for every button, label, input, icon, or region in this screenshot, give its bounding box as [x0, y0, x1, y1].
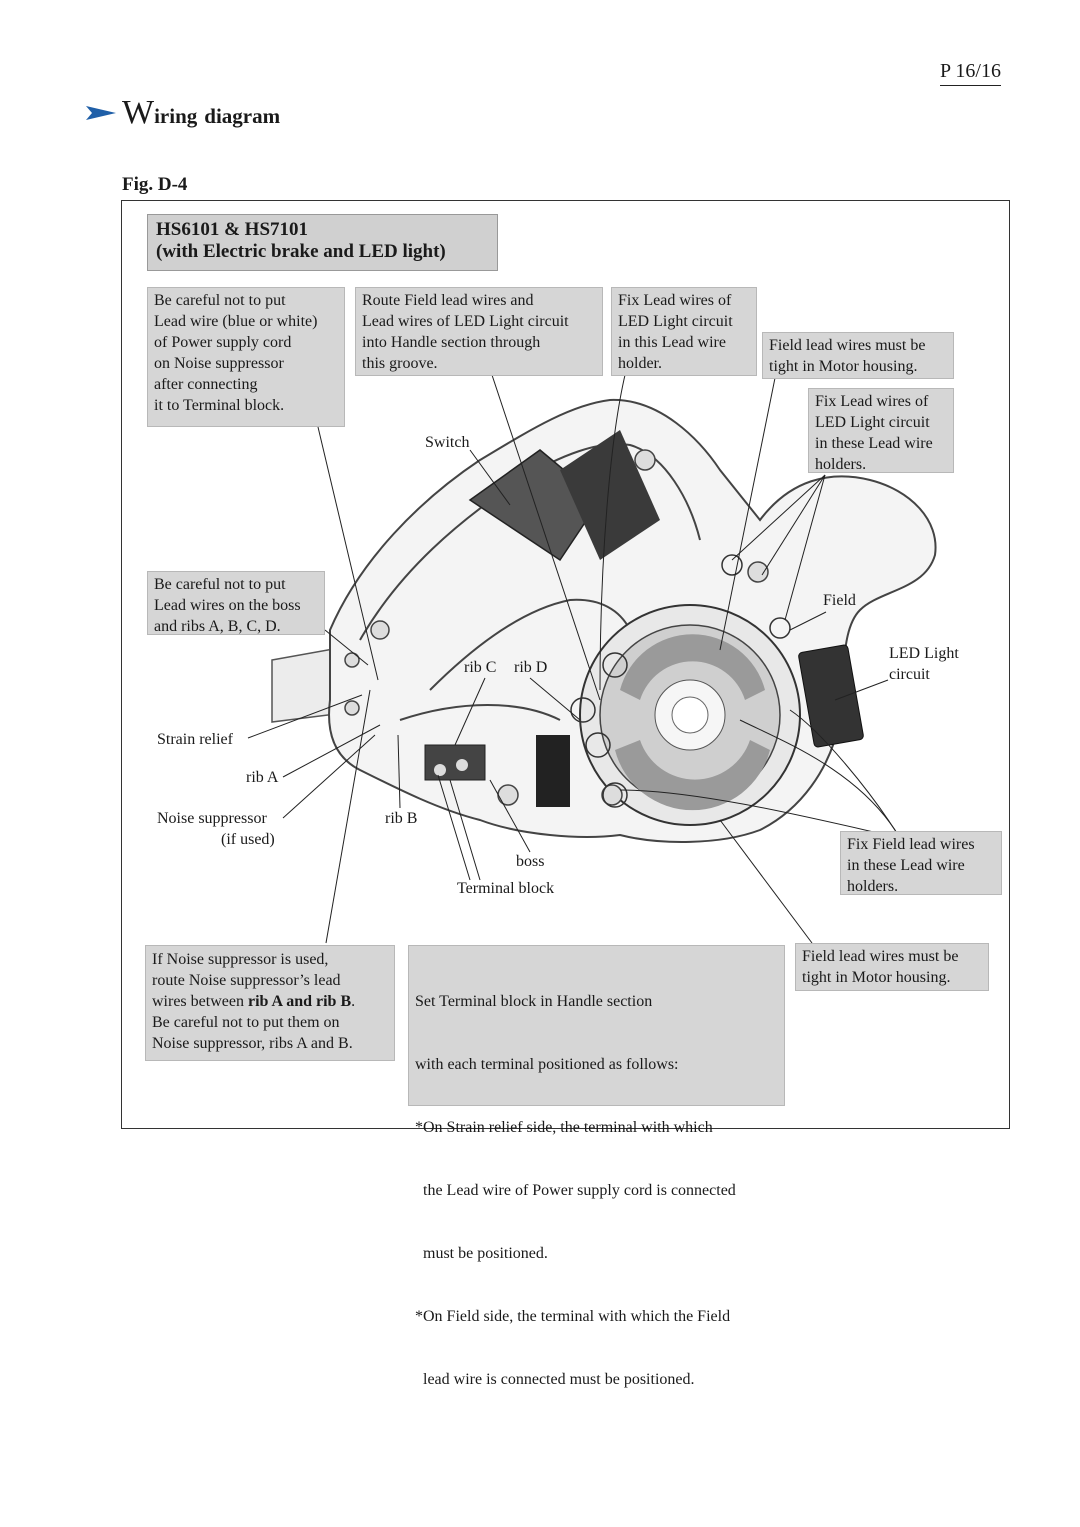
label-line: circuit: [889, 666, 930, 683]
note-line: *On Field side, the terminal with which …: [415, 1308, 731, 1325]
pointer-arrow-icon: [86, 106, 116, 120]
note-line: Field lead wires must be: [802, 948, 959, 965]
note-field-tight-bottom: Field lead wires must be tight in Motor …: [795, 943, 989, 991]
note-line: holders.: [847, 878, 899, 895]
note-line: Lead wire (blue or white): [154, 313, 318, 330]
note-line: Be careful not to put: [154, 576, 286, 593]
label-noise-suppressor: Noise suppressor (if used): [157, 808, 275, 850]
note-line: into Handle section through: [362, 334, 541, 351]
note-line: If Noise suppressor is used,: [152, 951, 329, 968]
note-line: in this Lead wire: [618, 334, 726, 351]
label-switch: Switch: [425, 434, 470, 451]
note-line: this groove.: [362, 355, 438, 372]
label-strain-relief: Strain relief: [157, 731, 233, 748]
note-fix-field: Fix Field lead wires in these Lead wire …: [840, 831, 1002, 895]
holder-circles: [570, 554, 791, 808]
note-line: must be positioned.: [415, 1245, 548, 1262]
label-line: Noise suppressor: [157, 810, 267, 827]
title-word2: diagram: [204, 104, 281, 128]
note-line: Noise suppressor, ribs A and B.: [152, 1035, 353, 1052]
note-line: holders.: [815, 456, 867, 473]
note-emphasis: rib A and rib B: [247, 993, 352, 1010]
label-led-light: LED Light circuit: [889, 643, 959, 685]
label-terminal-block: Terminal block: [457, 880, 555, 897]
note-line: it to Terminal block.: [154, 397, 285, 414]
note-line: Set Terminal block in Handle section: [415, 993, 653, 1010]
label-rib-d: rib D: [514, 659, 548, 676]
note-line: Field lead wires must be: [769, 337, 926, 354]
model-heading: HS6101 & HS7101 (with Electric brake and…: [147, 214, 498, 271]
note-careful-boss: Be careful not to put Lead wires on the …: [147, 571, 325, 635]
title-initial: W: [122, 94, 155, 131]
note-line: LED Light circuit: [815, 414, 930, 431]
model-line2: (with Electric brake and LED light): [156, 241, 446, 262]
note-terminal-set: Set Terminal block in Handle section wit…: [408, 945, 785, 1388]
note-line: *On Strain relief side, the terminal wit…: [415, 1119, 713, 1136]
note-line: after connecting: [154, 376, 258, 393]
note-text: .: [351, 993, 356, 1010]
note-line: LED Light circuit: [618, 313, 733, 330]
label-line: LED Light: [889, 645, 959, 662]
note-line: holder.: [618, 355, 662, 372]
label-line: (if used): [221, 831, 275, 848]
note-line: tight in Motor housing.: [802, 969, 951, 986]
note-line: with each terminal positioned as follows…: [415, 1056, 679, 1073]
label-boss: boss: [516, 853, 545, 870]
note-line: tight in Motor housing.: [769, 358, 918, 375]
motor-field: [579, 604, 801, 826]
note-line: Fix Lead wires of: [618, 292, 732, 309]
note-line: Lead wires of LED Light circuit: [362, 313, 569, 330]
note-line: Be careful not to put: [154, 292, 286, 309]
figure-frame: [121, 200, 1010, 1129]
note-line: in these Lead wire: [815, 435, 933, 452]
label-rib-a: rib A: [246, 769, 279, 786]
note-text: wires between: [152, 993, 248, 1010]
note-fix-led-holders: Fix Lead wires of LED Light circuit in t…: [808, 388, 954, 473]
label-field: Field: [823, 592, 856, 609]
model-line1: HS6101 & HS7101: [156, 219, 309, 240]
terminal-block-part: [424, 744, 486, 781]
boss-markers: [344, 449, 769, 806]
note-fix-led-holder: Fix Lead wires of LED Light circuit in t…: [611, 287, 757, 376]
note-line: route Noise suppressor’s lead: [152, 972, 341, 989]
label-rib-b: rib B: [385, 810, 418, 827]
section-title: W iring diagram: [86, 94, 287, 132]
note-line: the Lead wire of Power supply cord is co…: [415, 1182, 736, 1199]
note-route-field: Route Field lead wires and Lead wires of…: [355, 287, 603, 376]
note-line: Route Field lead wires and: [362, 292, 534, 309]
label-rib-c: rib C: [464, 659, 497, 676]
leader-lines: [247, 374, 901, 944]
page-number: P 16/16: [940, 60, 1001, 86]
note-careful-lead-wire: Be careful not to put Lead wire (blue or…: [147, 287, 345, 427]
note-line: wires between rib A and rib B.: [152, 991, 388, 1012]
title-rest: iring: [154, 104, 198, 128]
note-line: of Power supply cord: [154, 334, 292, 351]
figure-label: Fig. D-4: [122, 174, 188, 195]
note-field-tight-top: Field lead wires must be tight in Motor …: [762, 332, 954, 379]
note-line: lead wire is connected must be positione…: [415, 1371, 695, 1388]
note-line: Fix Lead wires of: [815, 393, 929, 410]
brake-part: [536, 735, 570, 807]
note-line: Be careful not to put them on: [152, 1014, 340, 1031]
note-noise-route: If Noise suppressor is used, route Noise…: [145, 945, 395, 1061]
note-line: and ribs A, B, C, D.: [154, 618, 281, 635]
note-line: Fix Field lead wires: [847, 836, 975, 853]
note-line: on Noise suppressor: [154, 355, 284, 372]
note-line: in these Lead wire: [847, 857, 965, 874]
led-light-circuit: [798, 644, 864, 748]
note-line: Lead wires on the boss: [154, 597, 301, 614]
